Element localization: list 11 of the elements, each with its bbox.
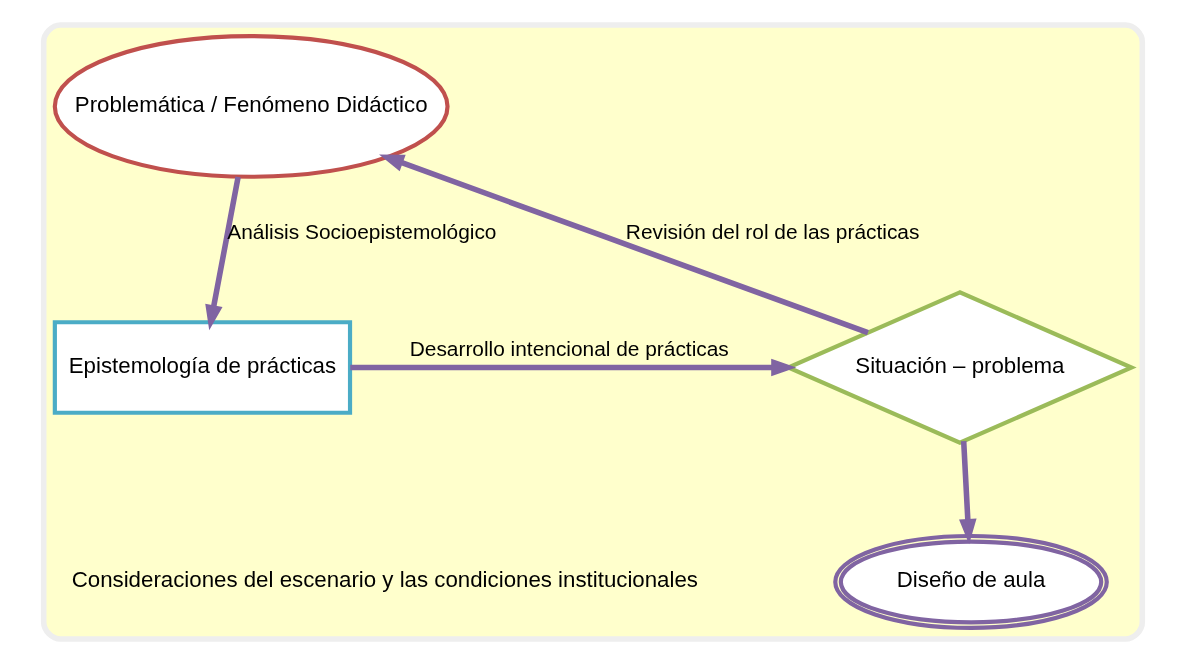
node-ellipse: Diseño de aula (833, 533, 1109, 630)
edge-label: Desarrollo intencional de prácticas (409, 337, 729, 361)
arrow (959, 441, 977, 545)
edge-label: Revisión del rol de las prácticas (625, 220, 920, 244)
label: Consideraciones del escenario y las condiciones institucionales (71, 567, 698, 593)
arrow (350, 358, 797, 377)
arrow (205, 176, 241, 331)
cluster (40, 22, 1146, 642)
node-box: Epistemología de prácticas (52, 320, 353, 415)
node-ellipse: Problemática / Fenómeno Didáctico (52, 34, 450, 179)
arrow (379, 154, 869, 336)
